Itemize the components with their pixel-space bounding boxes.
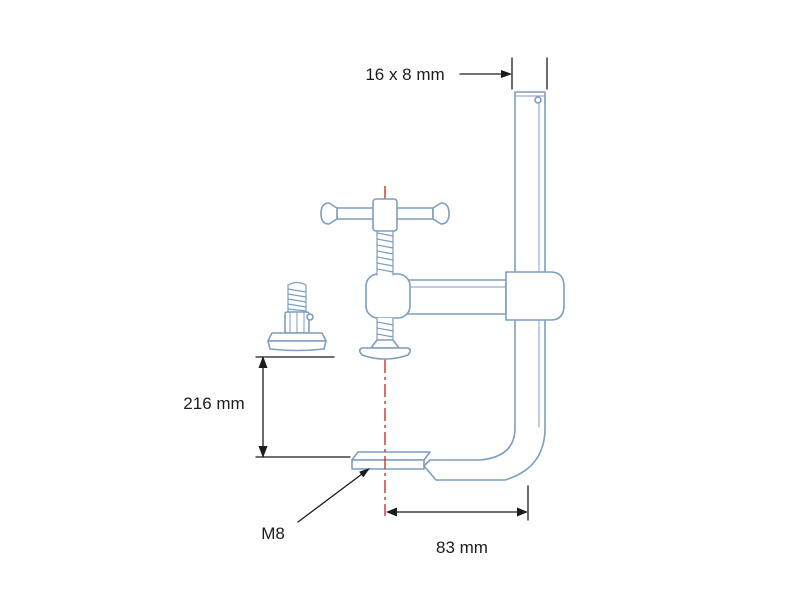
spare-pad-top: [267, 332, 327, 342]
rail-section-arrowhead: [501, 70, 512, 78]
thread-leader-line: [297, 473, 363, 523]
spare-screw-ball: [306, 313, 314, 321]
rail-end-stop-pin: [534, 96, 542, 104]
clamp-drawing-front: [267, 198, 565, 360]
thread-label: M8: [261, 524, 285, 543]
dimension-arrows-and-text: 16 x 8 mm 216 mm M8 83 mm: [183, 65, 528, 557]
opening-arrowhead-top: [258, 356, 268, 368]
lower-thread: [376, 317, 394, 341]
spindle-neck-cone: [370, 339, 400, 349]
spare-screw-detail: [267, 281, 327, 352]
upper-thread: [376, 229, 394, 276]
depth-arrowhead-left: [386, 507, 397, 517]
fixed-pad-front-face: [351, 459, 425, 470]
handle-hub: [372, 198, 398, 232]
handle-end-left: [320, 202, 338, 225]
spare-knob-knurl: [289, 311, 305, 334]
sliding-arm: [365, 271, 565, 321]
opening-extension-lines: [255, 356, 351, 458]
dimension-lines: [255, 57, 548, 523]
arm-body: [405, 279, 507, 315]
handle-end-right: [432, 202, 450, 225]
spare-pad-front: [267, 340, 327, 352]
swivel-pad: [358, 347, 412, 360]
thread-arrowhead: [359, 468, 370, 478]
opening-label: 216 mm: [183, 394, 244, 413]
fixed-jaw-pad: [351, 451, 431, 470]
opening-arrowhead-bottom: [258, 446, 268, 458]
rail-section-label: 16 x 8 mm: [365, 65, 444, 84]
spindle: [358, 229, 412, 360]
fixed-pad-top-face: [351, 451, 431, 461]
depth-label: 83 mm: [436, 538, 488, 557]
spare-screw-thread: [287, 281, 307, 313]
depth-arrowhead-right: [517, 507, 528, 517]
arm-rail-sleeve: [505, 271, 565, 321]
arm-spindle-boss: [365, 273, 411, 319]
t-handle: [320, 198, 450, 232]
rail-section-extension-ticks: [511, 57, 548, 90]
